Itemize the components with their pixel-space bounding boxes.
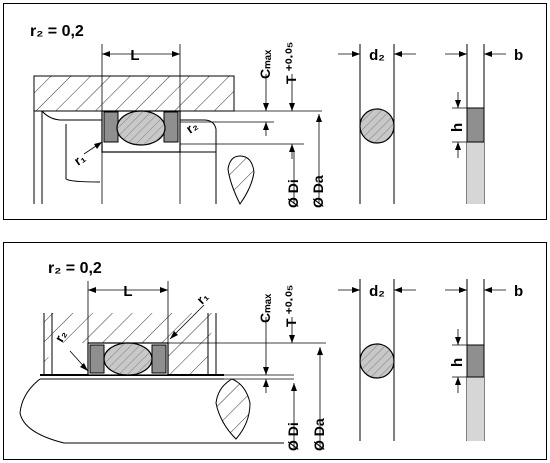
diagram-panel-bottom: r₂ = 0,2 L	[3, 242, 547, 460]
t-tolerance-label: T ⁺⁰·⁰⁵	[283, 285, 299, 327]
shaft-profile	[215, 378, 251, 440]
dimension-cmax-t: Cₘₐₓ T ⁺⁰·⁰⁵	[257, 42, 299, 159]
r2-label: r₂	[183, 118, 201, 137]
dimension-cmax-t: Cₘₐₓ T ⁺⁰·⁰⁵	[257, 285, 299, 393]
da-label: Ø Da	[310, 175, 326, 208]
b-label: b	[514, 47, 523, 64]
cmax-label: Cₘₐₓ	[257, 49, 273, 79]
h-label: h	[449, 123, 466, 132]
shaft-profile	[227, 155, 255, 205]
groove-drawing-bottom: r₂ = 0,2 L	[19, 260, 523, 451]
groove-with-seal	[101, 110, 181, 153]
oring-crosssection-d2: d₂	[338, 44, 416, 204]
dimension-di-da: Ø Di Ø Da	[285, 347, 327, 451]
cmax-label: Cₘₐₓ	[257, 293, 273, 323]
h-label: h	[449, 358, 466, 367]
dimension-L: L	[101, 44, 181, 204]
backup-ring-b-h: b h	[445, 279, 523, 441]
di-label: Ø Di	[285, 422, 301, 451]
oring-crosssection-d2: d₂	[338, 279, 416, 441]
di-label: Ø Di	[285, 179, 301, 208]
r2-spec-label: r₂ = 0,2	[48, 260, 102, 277]
L-label: L	[123, 283, 132, 300]
d2-label: d₂	[369, 47, 385, 64]
b-label: b	[514, 283, 523, 300]
groove-drawing-top: r₂ = 0,2 L	[30, 23, 523, 208]
housing-section	[33, 75, 235, 204]
t-tolerance-label: T ⁺⁰·⁰⁵	[283, 42, 299, 84]
r2-spec-label: r₂ = 0,2	[30, 23, 84, 40]
L-label: L	[130, 47, 139, 64]
dimension-di-da: Ø Di Ø Da	[285, 114, 326, 208]
groove-with-seal	[87, 342, 169, 376]
backup-ring-b-h: b h	[445, 44, 523, 204]
d2-label: d₂	[369, 283, 385, 300]
r1-label: r₁	[194, 289, 212, 307]
da-label: Ø Da	[311, 418, 327, 451]
dimension-L: L	[87, 281, 169, 343]
diagram-panel-top: r₂ = 0,2 L	[3, 3, 547, 220]
